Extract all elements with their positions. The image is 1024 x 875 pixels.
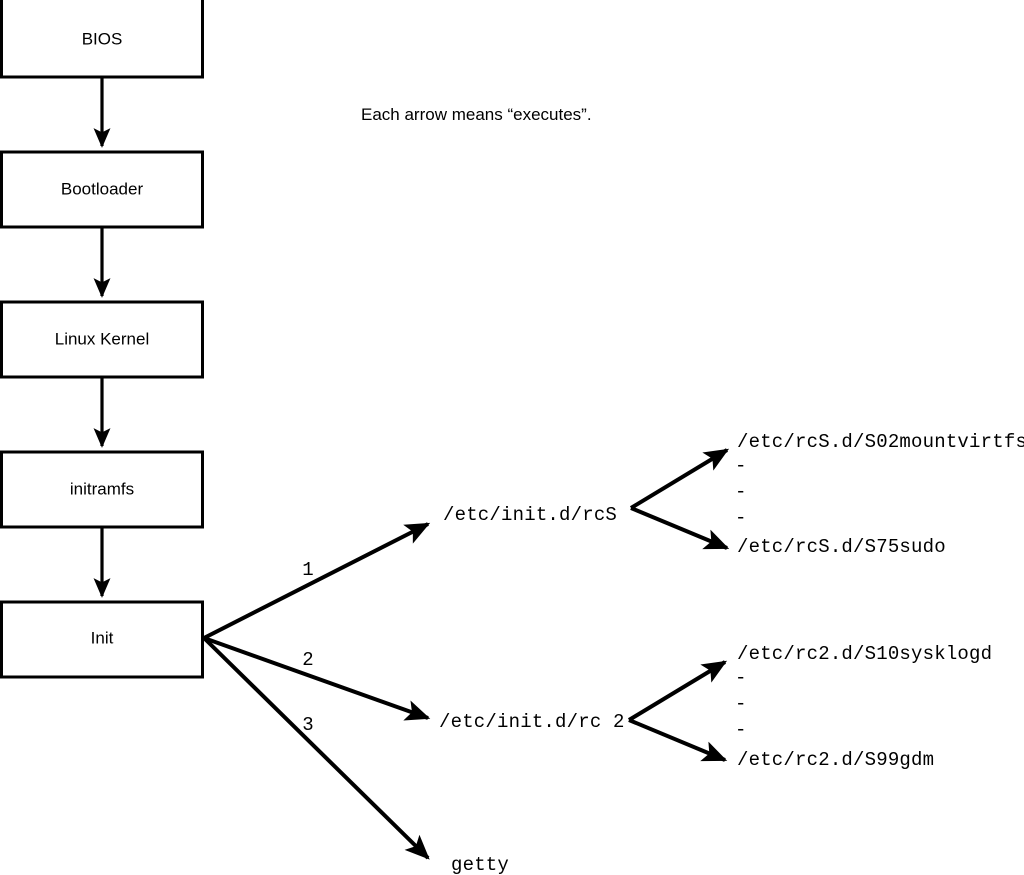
arrow-rc2-to-last-script (628, 718, 728, 762)
node-linux-kernel-label: Linux Kernel (55, 329, 150, 348)
arrow-init-to-getty (202, 636, 430, 860)
node-linux-kernel: Linux Kernel (0, 300, 204, 379)
label-getty: getty (451, 854, 509, 875)
label-init-d-rcs: /etc/init.d/rcS (443, 504, 617, 526)
label-rc2-first-script: /etc/rc2.d/S10sysklogd (737, 643, 992, 665)
node-init: Init (0, 600, 204, 679)
branch-number-2: 2 (302, 649, 313, 671)
node-bios-label: BIOS (82, 29, 123, 48)
arrow-rc2-to-first-script (627, 660, 728, 722)
rc2-fanout: /etc/rc2.d/S10sysklogd - - - /etc/rc2.d/… (627, 643, 992, 771)
label-init-d-rc2: /etc/init.d/rc 2 (439, 711, 625, 733)
node-init-label: Init (91, 628, 114, 647)
rc2-ellipsis-dash-2: - (735, 693, 746, 715)
node-bootloader-label: Bootloader (61, 179, 144, 198)
label-rcs-last-script: /etc/rcS.d/S75sudo (737, 536, 946, 558)
branch-targets: /etc/init.d/rcS /etc/init.d/rc 2 getty (439, 504, 625, 875)
init-branch-arrows: 1 2 3 (202, 522, 431, 860)
node-bios: BIOS (0, 0, 204, 79)
label-rc2-last-script: /etc/rc2.d/S99gdm (737, 749, 934, 771)
arrow-rcs-to-first-script (629, 448, 730, 510)
rcs-ellipsis-dash-2: - (735, 481, 746, 503)
arrow-rcs-to-last-script (630, 506, 730, 550)
node-initramfs: initramfs (0, 450, 204, 529)
branch-number-3: 3 (302, 714, 313, 736)
rcs-fanout: /etc/rcS.d/S02mountvirtfs - - - /etc/rcS… (629, 431, 1024, 558)
arrow-init-to-rcs (203, 522, 431, 640)
boot-chain-column: BIOS Bootloader Linux Kernel initramfs I… (0, 0, 204, 679)
label-rcs-first-script: /etc/rcS.d/S02mountvirtfs (737, 431, 1024, 453)
arrow-init-to-rc2 (203, 636, 431, 721)
rcs-ellipsis-dash-3: - (735, 507, 746, 529)
rcs-ellipsis-dash-1: - (735, 455, 746, 477)
node-initramfs-label: initramfs (70, 479, 134, 498)
diagram-caption: Each arrow means “executes”. (361, 105, 592, 124)
rc2-ellipsis-dash-1: - (735, 667, 746, 689)
branch-number-1: 1 (302, 559, 313, 581)
rc2-ellipsis-dash-3: - (735, 719, 746, 741)
node-bootloader: Bootloader (0, 150, 204, 229)
